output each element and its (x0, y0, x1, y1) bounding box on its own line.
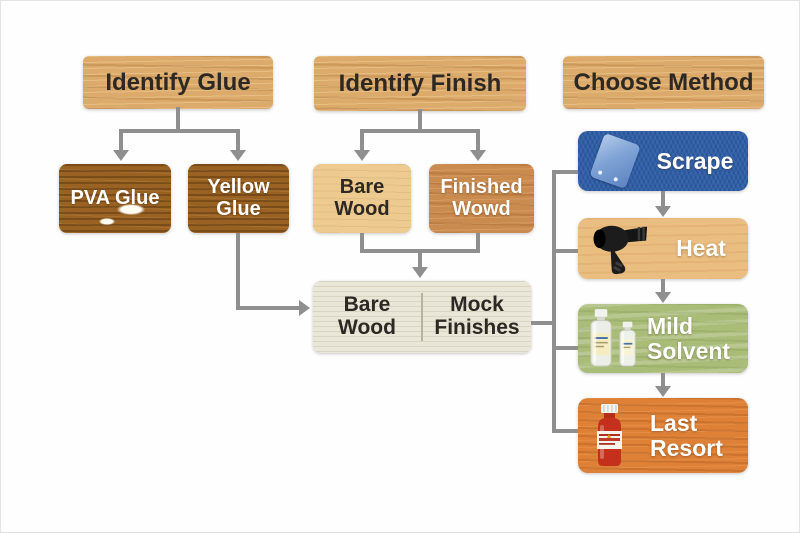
arrowhead-down-icon (412, 267, 428, 278)
connector-line (119, 129, 123, 151)
connector-line (236, 233, 240, 310)
connector-line (360, 129, 364, 151)
glue-splotch-icon (99, 218, 115, 225)
node-pva-glue: PVA Glue (59, 164, 171, 233)
arrowhead-down-icon (470, 150, 486, 161)
connector-line (236, 129, 240, 151)
combo-left-cell: Bare Wood (313, 281, 421, 353)
arrowhead-down-icon (354, 150, 370, 161)
node-yellow-glue-label: Yellow Glue (207, 175, 270, 220)
header-identify-finish-label: Identify Finish (338, 69, 502, 97)
combo-bare-wood-label: Bare Wood (338, 293, 396, 339)
combo-mock-finishes-label: Mock Finishes (434, 293, 520, 339)
connector-line (552, 170, 556, 433)
connector-line (554, 346, 578, 350)
connector-line (418, 249, 422, 268)
connector-line (119, 129, 240, 133)
combo-divider (421, 293, 423, 341)
node-bare-wood-mock-finishes: Bare Wood Mock Finishes (313, 281, 531, 353)
header-identify-glue: Identify Glue (83, 56, 273, 109)
connector-line (476, 129, 480, 151)
method-heat-label: Heat (676, 235, 726, 262)
node-bare-wood: Bare Wood (313, 164, 411, 233)
node-method-heat: Heat (578, 218, 748, 279)
node-method-last-resort: Last Resort (578, 398, 748, 473)
arrowhead-down-icon (113, 150, 129, 161)
arrowhead-down-icon (655, 386, 671, 397)
connector-line (418, 109, 422, 131)
connector-line (176, 107, 180, 131)
connector-line (554, 249, 578, 253)
heat-gun-icon (588, 222, 654, 276)
header-identify-glue-label: Identify Glue (105, 68, 251, 96)
connector-line (661, 279, 665, 293)
header-choose-method: Choose Method (563, 56, 764, 109)
node-yellow-glue: Yellow Glue (188, 164, 289, 233)
connector-line (552, 429, 578, 433)
method-scrape-label: Scrape (656, 147, 734, 174)
arrowhead-down-icon (655, 206, 671, 217)
header-choose-method-label: Choose Method (573, 68, 754, 96)
scraper-icon (589, 132, 641, 190)
node-bare-wood-label: Bare Wood (334, 175, 390, 220)
node-pva-glue-label: PVA Glue (70, 186, 160, 209)
method-last-resort-label: Last Resort (650, 409, 723, 461)
red-bottle-icon (588, 403, 632, 469)
arrowhead-down-icon (230, 150, 246, 161)
connector-line (236, 306, 300, 310)
method-mild-solvent-label: Mild Solvent (647, 312, 731, 364)
connector-line (661, 191, 665, 207)
node-method-mild-solvent: Mild Solvent (578, 304, 748, 373)
solvent-bottles-icon (588, 308, 642, 370)
connector-line (531, 321, 556, 325)
connector-line (360, 233, 364, 253)
connector-line (360, 129, 480, 133)
arrowhead-down-icon (655, 292, 671, 303)
header-identify-finish: Identify Finish (314, 56, 526, 111)
node-method-scrape: Scrape (578, 131, 748, 191)
node-finished-wood-label: Finished Wowd (440, 175, 523, 220)
node-finished-wood: Finished Wowd (429, 164, 534, 233)
connector-line (552, 170, 578, 174)
connector-line (661, 373, 665, 387)
combo-right-cell: Mock Finishes (423, 281, 531, 353)
arrowhead-right-icon (299, 300, 310, 316)
connector-line (476, 233, 480, 253)
